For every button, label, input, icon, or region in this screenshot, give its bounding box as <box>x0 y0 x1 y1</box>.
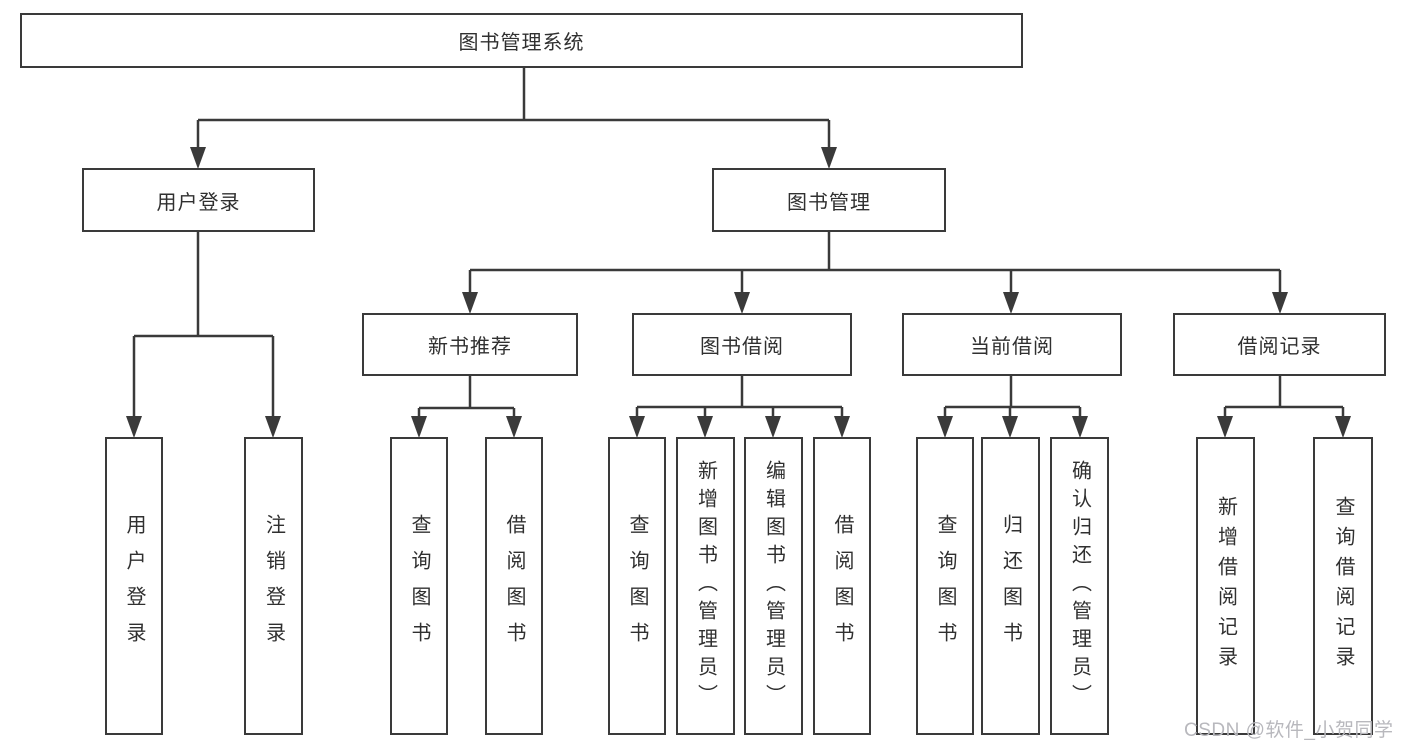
leaf-current-confirm-return-admin: 确认归还（管理员） <box>1050 437 1109 735</box>
node-label: 查询图书 <box>626 514 648 658</box>
node-label: 用户登录 <box>123 514 145 658</box>
leaf-borrowing-query-books: 查询图书 <box>608 437 666 735</box>
node-label: 图书管理系统 <box>458 32 585 54</box>
leaf-borrowing-borrow-books: 借阅图书 <box>813 437 871 735</box>
node-label: 编辑图书（管理员） <box>762 460 785 712</box>
arrowheads <box>126 147 1351 438</box>
node-book-borrowing: 图书借阅 <box>632 313 852 376</box>
node-user-login: 用户登录 <box>82 168 315 232</box>
node-label: 查询图书 <box>934 514 956 658</box>
leaf-newrec-borrow-books: 借阅图书 <box>485 437 543 735</box>
node-label: 归还图书 <box>999 514 1022 658</box>
node-label: 新增图书（管理员） <box>694 460 717 712</box>
node-label: 借阅图书 <box>503 514 525 658</box>
node-label: 借阅记录 <box>1237 336 1322 358</box>
leaf-current-query-books: 查询图书 <box>916 437 974 735</box>
node-label: 新增借阅记录 <box>1214 496 1237 676</box>
node-label: 注销登录 <box>262 514 285 658</box>
leaf-records-add-record: 新增借阅记录 <box>1196 437 1255 735</box>
leaf-newrec-query-books: 查询图书 <box>390 437 448 735</box>
node-current-borrowing: 当前借阅 <box>902 313 1122 376</box>
node-label: 查询图书 <box>408 514 430 658</box>
leaf-borrowing-edit-books-admin: 编辑图书（管理员） <box>744 437 803 735</box>
node-book-management: 图书管理 <box>712 168 946 232</box>
node-library-system: 图书管理系统 <box>20 13 1023 68</box>
leaf-logout: 注销登录 <box>244 437 303 735</box>
node-label: 当前借阅 <box>970 336 1054 358</box>
node-label: 用户登录 <box>156 191 241 214</box>
node-label: 借阅图书 <box>831 514 853 658</box>
node-label: 图书管理 <box>787 191 871 214</box>
node-borrowing-records: 借阅记录 <box>1173 313 1386 376</box>
node-new-book-recommendation: 新书推荐 <box>362 313 578 376</box>
node-label: 查询借阅记录 <box>1332 496 1354 676</box>
leaf-records-query-record: 查询借阅记录 <box>1313 437 1373 735</box>
csdn-watermark: CSDN @软件_小贺同学 <box>1184 720 1394 741</box>
leaf-user-login: 用户登录 <box>105 437 163 735</box>
node-label: 新书推荐 <box>428 336 512 358</box>
leaf-borrowing-add-books-admin: 新增图书（管理员） <box>676 437 735 735</box>
leaf-current-return-books: 归还图书 <box>981 437 1040 735</box>
node-label: 确认归还（管理员） <box>1068 460 1091 712</box>
node-label: 图书借阅 <box>700 336 784 358</box>
